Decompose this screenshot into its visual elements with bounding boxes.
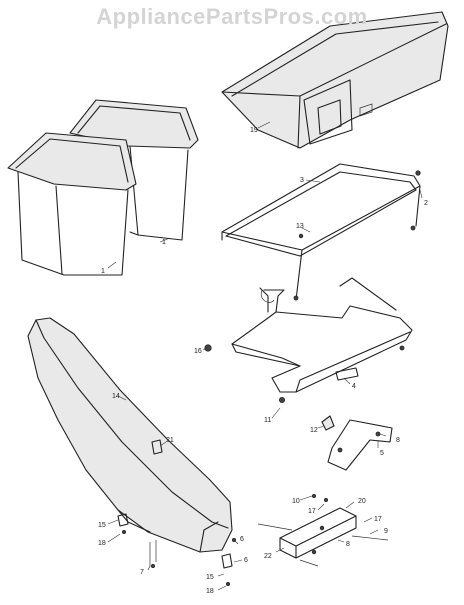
- callout-12: 12: [310, 427, 318, 434]
- bracket[interactable]: [321, 415, 393, 471]
- callout-2: 2: [424, 200, 428, 207]
- callout-17b: 17: [374, 516, 382, 523]
- watermark-text: AppliancePartsPros.com: [96, 4, 368, 29]
- callout-17a: 17: [308, 508, 316, 515]
- callout-6b: 6: [244, 557, 248, 564]
- callout-7: 7: [140, 569, 144, 576]
- leader-lines: [107, 121, 423, 591]
- bag-frame[interactable]: [221, 163, 421, 301]
- base-frame[interactable]: [231, 277, 413, 403]
- callout-15b: 15: [206, 574, 214, 581]
- callout-9: 9: [384, 528, 388, 535]
- callout-5: 5: [380, 450, 384, 457]
- callout-20: 20: [358, 498, 366, 505]
- grass-bag-rear[interactable]: [69, 99, 199, 241]
- bag-cover[interactable]: [221, 11, 449, 149]
- callout-4: 4: [352, 383, 356, 390]
- callout-6a: 6: [240, 536, 244, 543]
- callout-8b: 8: [346, 541, 350, 548]
- callout-18a: 18: [98, 540, 106, 547]
- callout-10: 10: [292, 498, 300, 505]
- callout-11: 11: [264, 417, 271, 424]
- callout-21: 21: [166, 437, 174, 444]
- callout-14: 14: [112, 393, 120, 400]
- clip-21[interactable]: [151, 439, 163, 455]
- callout-13: 13: [296, 223, 304, 230]
- bolts: [257, 493, 389, 567]
- callout-18b: 18: [206, 588, 214, 595]
- callout-1b: 1: [162, 239, 166, 246]
- mounting-bar[interactable]: [279, 507, 357, 559]
- callout-16: 16: [194, 348, 202, 355]
- callout-labels: 1 1 19 3 2 13 16 4 11 12 5 8 14 21 10 17…: [98, 127, 428, 595]
- callout-1a: 1: [101, 268, 105, 275]
- grass-bag-front[interactable]: [7, 132, 137, 276]
- callout-15a: 15: [98, 522, 106, 529]
- chute-hardware: [117, 513, 236, 587]
- callout-8a: 8: [396, 437, 400, 444]
- callout-19: 19: [250, 127, 258, 134]
- discharge-chute[interactable]: [27, 317, 233, 553]
- callout-3: 3: [300, 177, 304, 184]
- callout-22: 22: [264, 553, 272, 560]
